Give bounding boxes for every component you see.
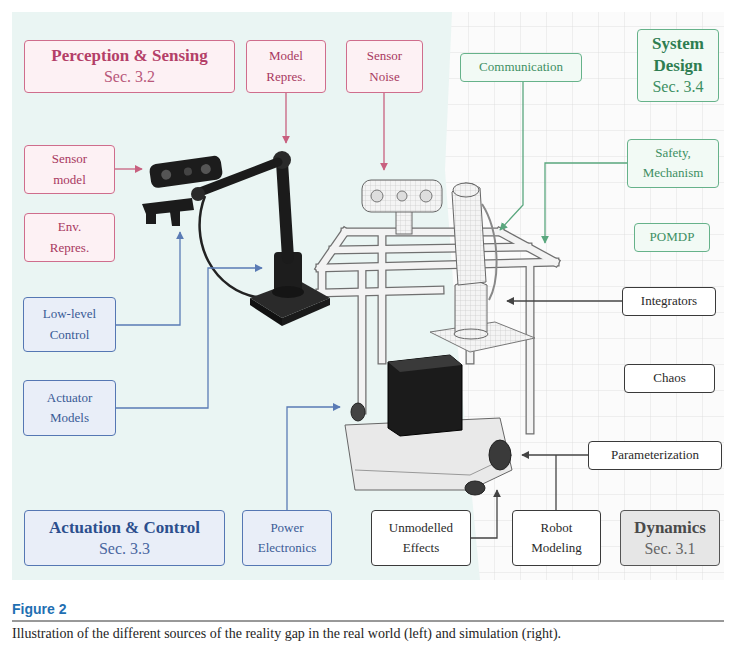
simulated-robot <box>320 180 555 495</box>
real-robot-arm <box>282 298 330 326</box>
leader-lines <box>545 163 628 243</box>
real-robot-arm <box>142 198 194 224</box>
leader-lines <box>383 93 384 170</box>
source-box: Integrators <box>622 287 716 316</box>
background-panel <box>12 12 480 580</box>
section-title: Perception & Sensing <box>51 45 207 67</box>
source-box: Unmodelled Effects <box>371 510 471 566</box>
leader-lines <box>500 82 523 230</box>
box-label: Sensor model <box>40 149 100 189</box>
leader-lines <box>507 300 622 301</box>
section-title: Dynamics <box>634 517 706 539</box>
source-box: Robot Modeling <box>512 510 601 566</box>
real-robot-arm <box>200 196 262 298</box>
leader-lines <box>115 268 262 408</box>
section-box: Perception & SensingSec. 3.2 <box>24 40 235 93</box>
section-number: Sec. 3.1 <box>644 539 695 560</box>
box-label: Integrators <box>641 291 697 311</box>
simulated-robot <box>388 355 462 436</box>
leader-lines <box>115 82 628 538</box>
simulated-robot <box>420 190 432 202</box>
box-label: POMDP <box>650 227 695 247</box>
section-box: System DesignSec. 3.4 <box>637 29 719 102</box>
box-label: Chaos <box>653 368 686 388</box>
source-box: POMDP <box>634 223 710 252</box>
box-label: Communication <box>479 57 563 77</box>
section-box: DynamicsSec. 3.1 <box>620 510 720 566</box>
simulated-robot <box>455 281 487 336</box>
leader-lines <box>287 407 340 510</box>
real-robot-arm <box>250 298 282 326</box>
box-label: Parameterization <box>611 445 699 465</box>
simulated-robot <box>388 355 462 372</box>
simulated-robot <box>397 191 407 201</box>
source-box: Env. Repres. <box>24 213 115 262</box>
box-label: Unmodelled Effects <box>379 518 463 558</box>
simulated-robot <box>396 210 412 234</box>
caption-rule <box>12 621 724 622</box>
simulated-robot <box>371 190 383 202</box>
real-robot-arm <box>142 151 330 326</box>
real-robot-arm <box>272 286 304 298</box>
leader-lines <box>555 455 556 510</box>
simulated-robot <box>453 183 479 197</box>
source-box: Parameterization <box>588 441 722 470</box>
source-box: Actuator Models <box>23 380 116 436</box>
section-title: Actuation & Control <box>49 517 200 539</box>
source-box: Power Electronics <box>242 510 332 566</box>
section-title: System Design <box>645 33 711 77</box>
real-robot-arm <box>282 162 288 258</box>
real-robot-arm <box>191 187 205 201</box>
figure-caption: Illustration of the different sources of… <box>12 626 561 642</box>
box-label: Low-level Control <box>31 304 108 344</box>
section-number: Sec. 3.3 <box>99 539 150 560</box>
simulated-robot <box>452 183 486 285</box>
figure-title: Figure 2 <box>12 601 66 617</box>
real-robot-arm <box>161 169 172 180</box>
section-number: Sec. 3.4 <box>652 77 703 98</box>
background-panel <box>12 12 724 580</box>
simulated-robot <box>351 403 365 421</box>
source-box: Safety, Mechanism <box>627 139 719 188</box>
section-number: Sec. 3.2 <box>104 67 155 88</box>
box-label: Model Repres. <box>254 46 318 86</box>
box-label: Safety, Mechanism <box>635 143 711 183</box>
leader-lines <box>285 93 286 143</box>
leader-lines <box>115 232 180 325</box>
real-robot-arm <box>149 155 224 189</box>
real-robot-arm <box>200 163 211 174</box>
section-box: Actuation & ControlSec. 3.3 <box>24 510 225 566</box>
box-label: Robot Modeling <box>520 518 593 558</box>
source-box: Sensor Noise <box>346 40 423 93</box>
source-box: Chaos <box>624 364 715 393</box>
real-robot-arm <box>183 167 192 176</box>
simulated-robot <box>482 204 497 300</box>
source-box: Model Repres. <box>246 40 326 93</box>
source-box: Communication <box>460 53 582 82</box>
source-box: Low-level Control <box>23 297 116 352</box>
simulated-robot <box>355 455 512 475</box>
box-label: Power Electronics <box>250 518 324 558</box>
background-panel <box>12 12 724 580</box>
simulated-robot <box>465 481 485 495</box>
box-label: Env. Repres. <box>42 217 97 257</box>
real-robot-arm <box>149 155 224 189</box>
real-robot-arm <box>170 210 180 226</box>
leader-lines <box>522 454 588 455</box>
simulated-robot <box>454 329 488 339</box>
box-label: Sensor Noise <box>354 46 415 86</box>
leader-lines <box>470 490 497 538</box>
simulated-robot <box>489 440 511 470</box>
source-box: Sensor model <box>24 145 115 194</box>
simulated-robot <box>362 180 442 212</box>
box-label: Actuator Models <box>31 388 108 428</box>
leader-lines <box>115 168 142 169</box>
